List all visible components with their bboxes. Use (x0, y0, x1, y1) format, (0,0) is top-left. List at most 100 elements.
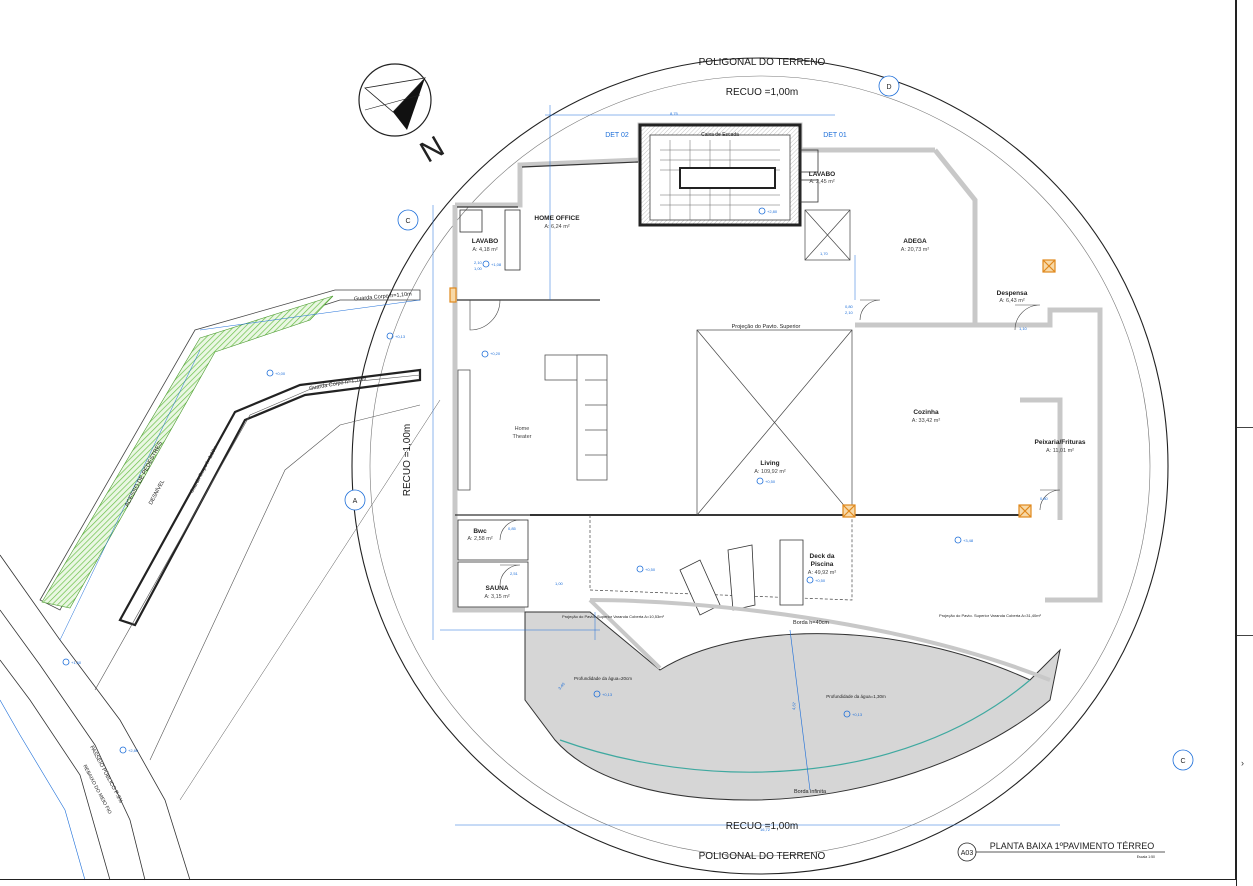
svg-text:2,10: 2,10 (474, 260, 483, 265)
svg-text:ADEGA: ADEGA (903, 238, 927, 245)
svg-text:LAVABO: LAVABO (809, 171, 835, 178)
svg-text:+1,60: +1,60 (71, 660, 82, 665)
setback-top-label: RECUO =1,00m (726, 87, 799, 98)
svg-text:8,75: 8,75 (670, 111, 679, 116)
drawing-title-block: A03 PLANTA BAIXA 1ºPAVIMENTO TÉRREO Esca… (957, 841, 1165, 862)
svg-text:3,40: 3,40 (557, 681, 566, 691)
tv-wall (457, 369, 471, 491)
svg-text:A: 33,42 m²: A: 33,42 m² (912, 418, 941, 424)
svg-text:A: 6,43 m²: A: 6,43 m² (999, 298, 1025, 304)
room-cozinha: Cozinha A: 33,42 m² (912, 409, 941, 424)
svg-text:A: 49,92 m²: A: 49,92 m² (808, 570, 837, 576)
guard-rail-3: Guarda Corpo h=1,10m (189, 445, 219, 494)
room-sauna: SAUNA A: 3,15 m² (484, 585, 510, 600)
svg-text:4,67: 4,67 (791, 701, 797, 710)
projection-varanda-left: Projeção do Pavto. Superior Varanda Cobe… (562, 614, 665, 619)
pool-depth-right: Profundidade da água=1,30m (826, 694, 886, 699)
pool-edge-top: Borda h=40cm (793, 620, 829, 626)
setback-bottom-label: RECUO =1,00m (726, 821, 799, 832)
drawing-scale: Escala 1:50 (1137, 855, 1155, 859)
projection-label: Projeção do Pavto. Superior (732, 324, 801, 330)
sofa (544, 354, 608, 481)
drawing-title: PLANTA BAIXA 1ºPAVIMENTO TÉRREO (990, 841, 1155, 851)
stair-well (638, 123, 802, 227)
wet-areas (457, 149, 819, 608)
elevator-shaft (804, 209, 851, 261)
svg-text:2,51: 2,51 (510, 571, 519, 576)
dimension-values: 2,10 1,00 0,80 2,10 1,10 0,85 1,70 4,67 … (474, 111, 1049, 832)
svg-text:C: C (405, 218, 410, 225)
svg-text:D: D (886, 84, 891, 91)
level-values: +0,20 +0,50 +0,50 +0,50 +0,13 +0,13 +0,1… (71, 209, 974, 753)
svg-text:+2,80: +2,80 (767, 209, 778, 214)
stair-label: Caixa de Escada (701, 132, 739, 138)
svg-text:LAVABO: LAVABO (472, 238, 498, 245)
svg-text:+2,80: +2,80 (128, 748, 139, 753)
dimension-lines (432, 105, 1060, 826)
setback-left-label: RECUO =1,00m (402, 424, 413, 497)
svg-text:A: 6,24 m²: A: 6,24 m² (544, 224, 570, 230)
svg-text:+0,20: +0,20 (490, 351, 501, 356)
det-01-label: DET 01 (823, 132, 847, 139)
room-home-theater: Home Theater (513, 426, 532, 440)
svg-text:Piscina: Piscina (811, 561, 834, 568)
svg-text:A: 109,92 m²: A: 109,92 m² (754, 469, 786, 475)
street-sidewalk (0, 554, 191, 881)
pool-edge-bottom: Borda infinita (794, 789, 827, 795)
drawing-code: A03 (961, 850, 974, 857)
room-lavabo-left: LAVABO A: 4,18 m² (472, 238, 498, 253)
svg-text:Living: Living (760, 460, 779, 467)
svg-text:2,10: 2,10 (845, 310, 854, 315)
svg-text:1,70: 1,70 (820, 251, 829, 256)
svg-text:+0,50: +0,50 (815, 578, 826, 583)
title-block-mark: › (1241, 758, 1244, 768)
svg-text:A: 20,73 m²: A: 20,73 m² (901, 247, 930, 253)
svg-text:Peixaria/Frituras: Peixaria/Frituras (1035, 439, 1086, 446)
desnivel-label: DESNÍVEL (147, 479, 166, 506)
upper-floor-projection (589, 329, 853, 601)
svg-text:+0,13: +0,13 (602, 692, 613, 697)
level-markers (62, 207, 962, 754)
svg-text:Despensa: Despensa (997, 290, 1028, 297)
room-deck: Deck da Piscina A: 49,92 m² (808, 553, 837, 576)
north-arrow-icon: N (358, 63, 450, 169)
svg-text:1,00: 1,00 (474, 266, 483, 271)
svg-text:A: 3,15 m²: A: 3,15 m² (484, 594, 510, 600)
setback-line (369, 75, 1151, 857)
svg-text:Home: Home (515, 426, 530, 432)
svg-text:0,80: 0,80 (1040, 496, 1049, 501)
room-despensa: Despensa A: 6,43 m² (997, 290, 1028, 304)
svg-text:16,72: 16,72 (760, 827, 771, 832)
section-marker-a: A (344, 489, 366, 511)
svg-text:A: 2,45 m²: A: 2,45 m² (809, 179, 835, 185)
svg-text:HOME OFFICE: HOME OFFICE (534, 215, 580, 222)
section-marker-d: D (878, 75, 900, 97)
svg-text:A: 2,58 m²: A: 2,58 m² (467, 536, 493, 542)
svg-text:1,00: 1,00 (555, 581, 564, 586)
svg-text:1,10: 1,10 (1019, 326, 1028, 331)
svg-text:Theater: Theater (513, 434, 532, 440)
svg-text:+0,13: +0,13 (395, 334, 406, 339)
section-marker-c-top: C (397, 209, 419, 231)
title-block-strip: › (1236, 0, 1253, 886)
room-home-office: HOME OFFICE A: 6,24 m² (534, 215, 580, 230)
svg-text:C: C (1180, 758, 1185, 765)
lot-boundary (351, 57, 1169, 875)
room-adega: ADEGA A: 20,73 m² (901, 238, 930, 253)
svg-text:0,85: 0,85 (508, 526, 517, 531)
svg-text:+0,50: +0,50 (645, 567, 656, 572)
svg-text:+3,48: +3,48 (963, 538, 974, 543)
column-markers (449, 259, 1056, 518)
svg-text:SAUNA: SAUNA (485, 585, 508, 592)
door-swings (469, 299, 1061, 586)
swimming-pool (524, 598, 1061, 801)
boundary-bottom-label: POLIGONAL DO TERRENO (699, 851, 826, 862)
svg-text:+0,13: +0,13 (852, 712, 863, 717)
deck-loungers (679, 539, 804, 616)
svg-text:A: A (353, 498, 358, 505)
svg-text:Cozinha: Cozinha (913, 409, 939, 416)
room-bwc: Bwc A: 2,58 m² (467, 528, 493, 542)
projection-varanda-right: Projeção do Pavto. Superior Varanda Cobe… (939, 613, 1042, 618)
pool-depth-left: Profundidade da água=20cm (574, 676, 632, 681)
